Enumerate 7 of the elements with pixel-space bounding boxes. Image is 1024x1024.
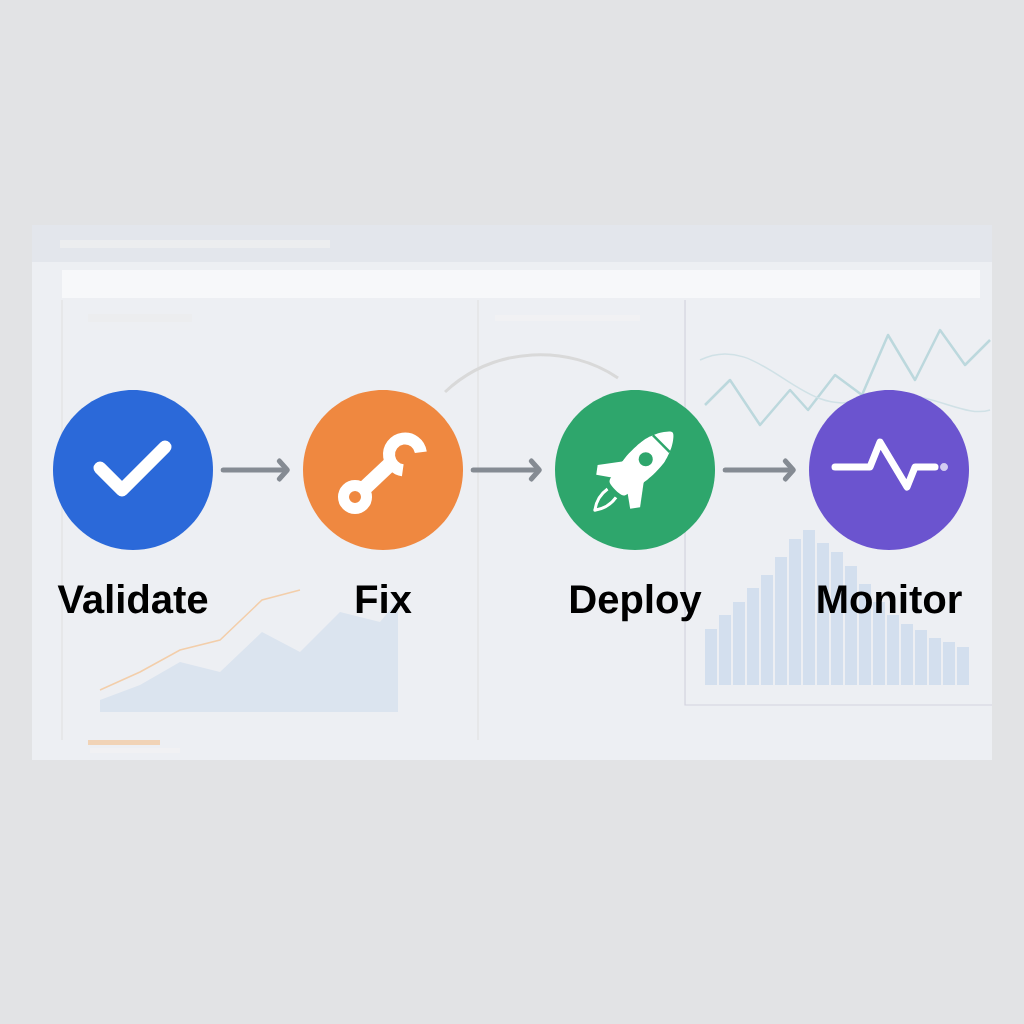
arrow — [220, 458, 290, 482]
step-label: Deploy — [571, 584, 702, 622]
step-label: Monitor — [818, 584, 962, 614]
step-label: Validate — [57, 584, 208, 614]
arrow — [470, 458, 542, 482]
arrow — [722, 458, 796, 482]
step-label: Fix — [356, 584, 412, 613]
